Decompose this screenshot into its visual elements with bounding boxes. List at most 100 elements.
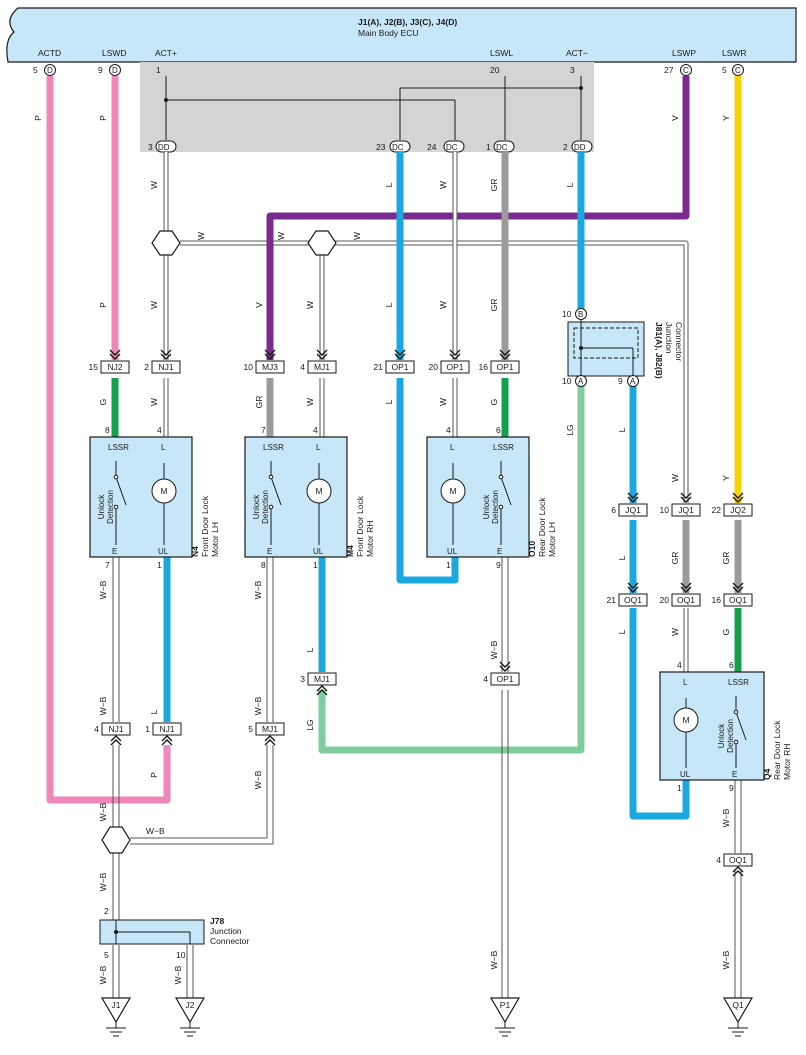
pin-conn-lswp-icon bbox=[680, 64, 692, 76]
switch-icon bbox=[735, 711, 747, 741]
j78-pin: 2 bbox=[104, 906, 109, 916]
svg-text:Front Door Lock: Front Door Lock bbox=[355, 495, 365, 557]
svg-text:L: L bbox=[316, 443, 321, 452]
svg-text:LSSR: LSSR bbox=[263, 443, 284, 452]
svg-text:N4: N4 bbox=[190, 546, 200, 557]
svg-text:LSSR: LSSR bbox=[728, 678, 749, 687]
connector-label: OQ1 bbox=[729, 595, 747, 605]
connector-pin: 3 bbox=[300, 674, 305, 684]
motor-pin: 4 bbox=[677, 660, 682, 670]
connector-label: NJ2 bbox=[107, 362, 122, 372]
motor-pin: 4 bbox=[157, 425, 162, 435]
svg-text:E: E bbox=[497, 547, 502, 556]
wire-color-label: P bbox=[33, 115, 43, 121]
chevron-icon bbox=[264, 349, 276, 360]
svg-text:P1: P1 bbox=[500, 1000, 511, 1010]
chevron-icon bbox=[109, 349, 121, 360]
wire-color-label: P bbox=[98, 115, 108, 121]
pin-conn-lswr-icon bbox=[732, 64, 744, 76]
wire-color-label: P bbox=[98, 302, 108, 308]
pin-conn-actd-icon bbox=[44, 64, 56, 76]
ecu-name: Main Body ECU bbox=[358, 28, 418, 38]
wire-color-label: W−B bbox=[146, 826, 165, 836]
chevron-icon bbox=[627, 582, 639, 593]
connector-pin: 1 bbox=[145, 724, 150, 734]
motor-pin: 6 bbox=[496, 425, 501, 435]
splice-hex bbox=[151, 230, 181, 256]
svg-text:Motor LH: Motor LH bbox=[210, 522, 220, 557]
svg-text:UL: UL bbox=[680, 770, 691, 779]
wire-wb-group bbox=[112, 557, 742, 998]
svg-text:Motor RH: Motor RH bbox=[365, 521, 375, 557]
svg-text:L: L bbox=[683, 678, 688, 687]
wire-color-label: GR bbox=[254, 396, 264, 409]
svg-text:Unlock: Unlock bbox=[97, 494, 106, 519]
wire-color-label: W−B bbox=[721, 950, 731, 969]
svg-text:M4: M4 bbox=[345, 545, 355, 557]
wire-color-label: W bbox=[196, 232, 206, 240]
dd-pins: 3 DD 23 DC 24 DC 1 DC 2 DD bbox=[148, 140, 593, 153]
pin-label-lswl: LSWL bbox=[490, 48, 513, 58]
wire-color-label: W−B bbox=[98, 696, 108, 715]
connector-label: OQ1 bbox=[729, 855, 747, 865]
svg-text:L: L bbox=[450, 443, 455, 452]
chevron-icon bbox=[110, 735, 122, 746]
wire-color-label: W−B bbox=[173, 965, 183, 984]
svg-text:Detection: Detection bbox=[491, 490, 500, 524]
connector-label: OQ1 bbox=[624, 595, 642, 605]
j81-pin-a2: A bbox=[630, 377, 636, 386]
pin-num-lswr: 5 bbox=[722, 65, 727, 75]
wire-color-label: W−B bbox=[98, 580, 108, 599]
chevron-icon bbox=[680, 582, 692, 593]
wire-color-label: W−B bbox=[253, 580, 263, 599]
dd-pin-conn: DC bbox=[446, 143, 458, 152]
wire-color-label: GR bbox=[721, 552, 731, 565]
j81-pin-b: B bbox=[578, 310, 583, 319]
motor-pin: 8 bbox=[105, 425, 110, 435]
wire-color-label: L bbox=[565, 182, 575, 187]
svg-text:E: E bbox=[267, 547, 272, 556]
chevron-icon bbox=[680, 492, 692, 503]
junction-dot bbox=[579, 86, 583, 90]
wire-color-label: V bbox=[670, 115, 680, 121]
wire-color-label: W bbox=[670, 628, 680, 636]
wire-color-label: W−B bbox=[98, 802, 108, 821]
pin-conn-lswd-icon bbox=[109, 64, 121, 76]
connector-label: JQ1 bbox=[625, 505, 641, 515]
connector-pin: 6 bbox=[611, 505, 616, 515]
pin-conn-actd: D bbox=[47, 66, 53, 75]
splice-points bbox=[101, 230, 337, 854]
svg-text:Motor LH: Motor LH bbox=[547, 522, 557, 557]
svg-text:E: E bbox=[732, 770, 737, 779]
svg-text:Unlock: Unlock bbox=[482, 494, 491, 519]
wire-color-label: W bbox=[438, 181, 448, 189]
splice-hex bbox=[307, 230, 337, 256]
connector-label: OP1 bbox=[446, 362, 463, 372]
connector-pin: 10 bbox=[660, 505, 670, 515]
j81-pin-b-icon bbox=[575, 308, 587, 320]
svg-text:J2: J2 bbox=[186, 1000, 195, 1010]
dd-pin-conn: DD bbox=[574, 143, 586, 152]
switch-icon bbox=[270, 476, 282, 506]
connector-pin: 21 bbox=[374, 362, 384, 372]
svg-text:M: M bbox=[160, 486, 167, 496]
pin-conn-lswp: C bbox=[683, 66, 689, 75]
j78-code: J78 bbox=[210, 916, 224, 926]
motor-pin: 1 bbox=[157, 560, 162, 570]
connector-label: JQ2 bbox=[730, 505, 746, 515]
wire-color-label: L bbox=[384, 399, 394, 404]
ground-p1-icon: P1 bbox=[489, 997, 521, 1037]
connector-pin: 16 bbox=[712, 595, 722, 605]
